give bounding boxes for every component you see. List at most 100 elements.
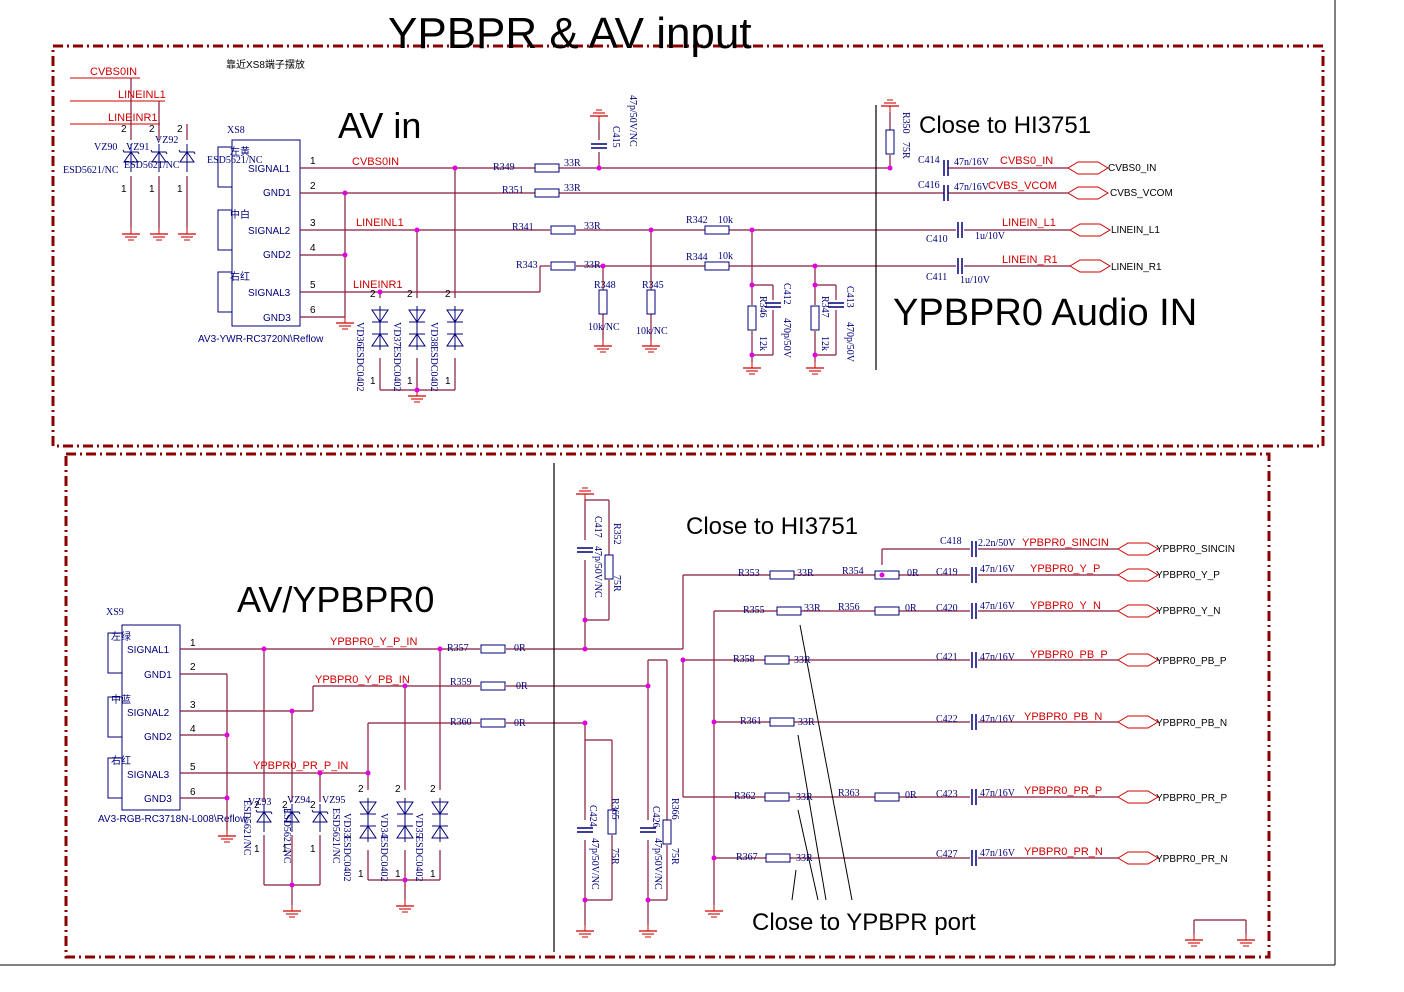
xs9-cn-3: 中蓝 <box>111 693 131 706</box>
svg-text:2.2n/50V: 2.2n/50V <box>978 538 1016 549</box>
av-ypbpr0-section-border <box>64 452 1271 959</box>
svg-text:SIGNAL3: SIGNAL3 <box>127 770 170 781</box>
svg-text:10k/NC: 10k/NC <box>588 322 620 333</box>
svg-text:R343: R343 <box>516 260 538 271</box>
svg-text:1: 1 <box>121 184 127 195</box>
svg-text:33R: 33R <box>796 853 813 864</box>
net-lineinr1-left: LINEINR1 <box>108 112 158 124</box>
bottom-series-resistors: R357 0R R359 0R R360 0R <box>447 643 528 729</box>
xs8-pin1-name: SIGNAL1 <box>248 164 291 175</box>
xs8-cn-3: 中白 <box>230 208 250 221</box>
svg-text:C422: C422 <box>936 714 958 725</box>
port-ypbpr0-sincin: YPBPR0_SINCIN <box>1156 544 1235 555</box>
svg-text:R362: R362 <box>734 791 756 802</box>
net-ypbpr0-pr-p-in: YPBPR0_PR_P_IN <box>253 760 348 772</box>
port-linein-r1: LINEIN_R1 <box>1111 262 1162 273</box>
svg-text:10k: 10k <box>718 251 733 262</box>
svg-text:75R: 75R <box>900 142 911 159</box>
svg-text:47n/16V: 47n/16V <box>980 601 1016 612</box>
svg-text:33R: 33R <box>796 792 813 803</box>
svg-text:R363: R363 <box>838 788 860 799</box>
svg-text:47n/16V: 47n/16V <box>954 182 990 193</box>
svg-text:1: 1 <box>282 844 288 855</box>
svg-text:1: 1 <box>358 869 364 880</box>
net-cvbs0in: CVBS0IN <box>352 156 399 168</box>
svg-text:33R: 33R <box>797 568 814 579</box>
svg-text:SIGNAL2: SIGNAL2 <box>127 708 170 719</box>
svg-text:1: 1 <box>407 376 413 387</box>
svg-text:LINEIN_R1: LINEIN_R1 <box>1002 254 1058 266</box>
svg-text:R345: R345 <box>642 280 664 291</box>
svg-text:R356: R356 <box>838 602 860 613</box>
svg-text:VZ94: VZ94 <box>287 795 310 806</box>
net-cvbs0in-left: CVBS0IN <box>90 66 137 78</box>
svg-text:R358: R358 <box>733 654 755 665</box>
svg-text:2: 2 <box>149 124 155 135</box>
svg-text:ESD5621/NC: ESD5621/NC <box>330 808 341 864</box>
svg-text:2: 2 <box>395 784 401 795</box>
svg-text:47n/16V: 47n/16V <box>980 848 1016 859</box>
svg-text:R347: R347 <box>819 296 830 318</box>
svg-text:5: 5 <box>190 762 196 773</box>
svg-text:R357: R357 <box>447 643 469 654</box>
svg-text:VZ93: VZ93 <box>248 797 271 808</box>
xs8-pin2-name: GND1 <box>263 188 291 199</box>
svg-text:1: 1 <box>395 869 401 880</box>
net-lineinl1-left: LINEINL1 <box>118 89 166 101</box>
svg-text:R360: R360 <box>450 717 472 728</box>
xs9-cn-5: 右红 <box>111 754 131 767</box>
xs9-ref: XS9 <box>106 607 124 618</box>
bottom-esd-zeners: 2 2 2 1 1 1 VZ93 VZ94 VZ95 ESD5621/NC ES… <box>241 795 345 864</box>
svg-text:ESD5621/NC: ESD5621/NC <box>281 808 292 864</box>
svg-text:YPBPR0_SINCIN: YPBPR0_SINCIN <box>1022 537 1109 549</box>
port-ypbpr0-pr-n: YPBPR0_PR_N <box>1156 854 1228 865</box>
svg-text:ESDC0402: ESDC0402 <box>428 346 439 392</box>
net-ypbpr0-y-p-in: YPBPR0_Y_P_IN <box>330 636 417 648</box>
svg-text:ESDC0402: ESDC0402 <box>354 346 365 392</box>
svg-text:3: 3 <box>190 700 196 711</box>
vz90-ref: VZ90 <box>94 142 117 153</box>
vz92-ref: VZ92 <box>155 135 178 146</box>
top-left-net-stubs: CVBS0IN LINEINL1 LINEINR1 <box>70 66 188 228</box>
svg-text:0R: 0R <box>907 568 919 579</box>
svg-text:1: 1 <box>310 844 316 855</box>
svg-text:2: 2 <box>407 289 413 300</box>
vz92-part: ESD5621/NC <box>207 155 263 166</box>
svg-text:VZ95: VZ95 <box>322 795 345 806</box>
svg-text:C427: C427 <box>936 849 958 860</box>
svg-text:75R: 75R <box>611 575 622 592</box>
svg-text:VD35: VD35 <box>413 813 424 837</box>
port-linein-l1: LINEIN_L1 <box>1111 225 1160 236</box>
svg-text:R354: R354 <box>842 566 864 577</box>
top-junction-dots <box>342 165 893 393</box>
svg-text:47p/50V/NC: 47p/50V/NC <box>592 546 603 598</box>
net-lineinl1: LINEINL1 <box>356 217 404 229</box>
svg-text:VD37: VD37 <box>391 322 402 346</box>
svg-text:C410: C410 <box>926 234 948 245</box>
svg-text:VD36: VD36 <box>354 322 365 346</box>
svg-text:1: 1 <box>430 869 436 880</box>
svg-text:C421: C421 <box>936 652 958 663</box>
svg-text:47n/16V: 47n/16V <box>980 652 1016 663</box>
svg-text:YPBPR0_PB_N: YPBPR0_PB_N <box>1024 711 1102 723</box>
svg-text:GND3: GND3 <box>144 794 172 805</box>
svg-text:75R: 75R <box>609 848 620 865</box>
svg-text:33R: 33R <box>804 603 821 614</box>
svg-text:GND1: GND1 <box>144 670 172 681</box>
top-vd-diodes: 2 2 2 1 1 1 VD36 ESDC0402 VD37 ESDC0402 … <box>354 289 464 392</box>
svg-text:R353: R353 <box>738 568 760 579</box>
xs8-pin4-name: GND2 <box>263 250 291 261</box>
svg-text:1: 1 <box>445 376 451 387</box>
svg-text:5: 5 <box>310 280 316 291</box>
svg-text:CVBS0_IN: CVBS0_IN <box>1000 155 1053 167</box>
svg-text:R351: R351 <box>502 185 524 196</box>
svg-text:C414: C414 <box>918 155 940 166</box>
svg-text:33R: 33R <box>564 183 581 194</box>
svg-text:R366: R366 <box>669 798 680 820</box>
svg-text:2: 2 <box>121 124 127 135</box>
svg-text:2: 2 <box>254 800 260 811</box>
svg-text:YPBPR0_PR_P: YPBPR0_PR_P <box>1024 785 1102 797</box>
svg-text:YPBPR0_PB_P: YPBPR0_PB_P <box>1030 649 1108 661</box>
svg-text:SIGNAL1: SIGNAL1 <box>127 645 170 656</box>
svg-text:C411: C411 <box>926 272 947 283</box>
